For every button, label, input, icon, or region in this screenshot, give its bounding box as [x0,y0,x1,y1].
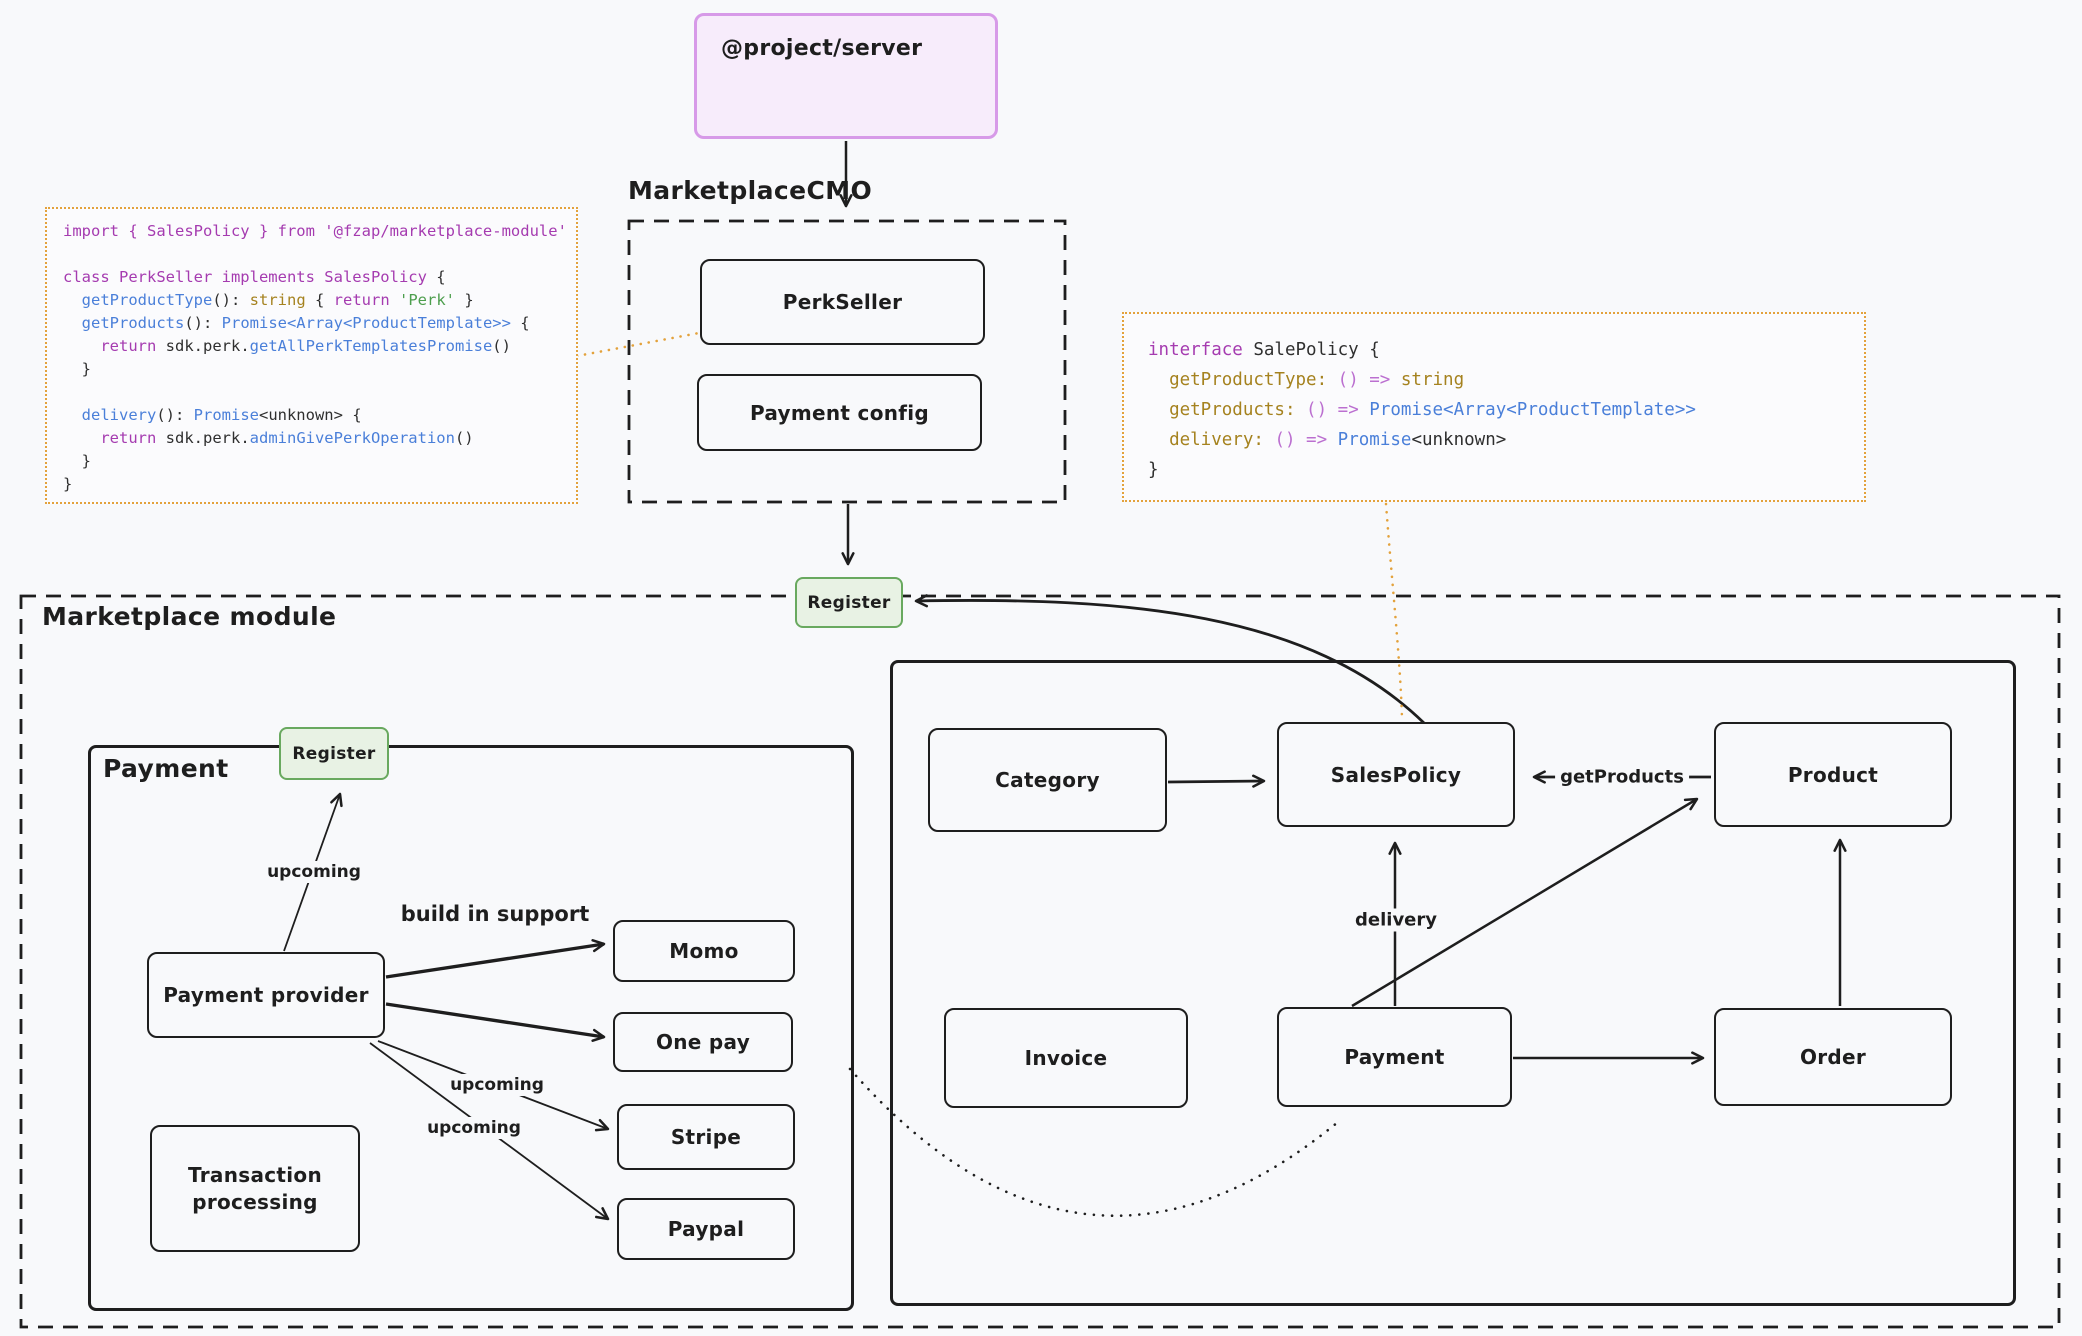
label-build-in-support: build in support [395,901,595,927]
payment-panel-title: Payment [103,754,229,783]
node-category: Category [928,728,1167,832]
node-salespolicy: SalesPolicy [1277,722,1515,827]
node-project-server: @project/server [694,13,998,139]
label-upcoming-stripe: upcoming [445,1074,549,1096]
node-stripe: Stripe [617,1104,795,1170]
node-register-top: Register [795,577,903,628]
perkseller-implementation-code: import { SalesPolicy } from '@fzap/marke… [45,207,578,504]
dotted-link-code-to-perkseller [575,331,701,358]
node-order: Order [1714,1008,1952,1106]
node-perkseller: PerkSeller [700,259,985,345]
node-payment-config: Payment config [697,374,982,451]
marketplace-module-title: Marketplace module [42,602,337,631]
label-upcoming-paypal: upcoming [422,1117,526,1139]
node-paypal: Paypal [617,1198,795,1260]
node-payment-provider: Payment provider [147,952,385,1038]
label-get-products: getProducts [1555,765,1689,789]
node-payment-entity: Payment [1277,1007,1512,1107]
node-momo: Momo [613,920,795,982]
node-transaction-processing: Transaction processing [150,1125,360,1252]
node-invoice: Invoice [944,1008,1188,1108]
node-register-payment: Register [279,727,389,780]
salepolicy-interface-code: interface SalePolicy { getProductType: (… [1122,312,1866,502]
node-one-pay: One pay [613,1012,793,1072]
marketplace-cmo-title: MarketplaceCMO [628,176,873,205]
label-delivery: delivery [1350,908,1442,932]
node-product: Product [1714,722,1952,827]
label-upcoming-register: upcoming [262,861,366,883]
